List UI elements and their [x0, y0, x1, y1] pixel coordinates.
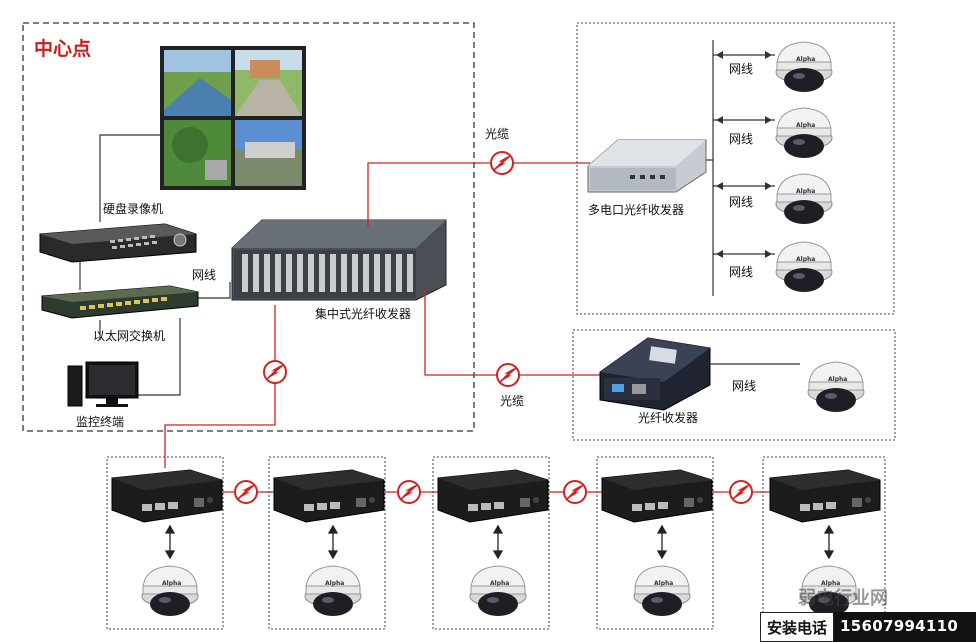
dome-camera-multi-4	[775, 241, 833, 293]
node-frame-5	[762, 456, 886, 630]
network-cable-label-multi-3: 网线	[729, 195, 753, 209]
dome-camera-multi-3	[775, 173, 833, 225]
fiber-transceiver-device	[599, 337, 711, 411]
network-cable-label-multi-4: 网线	[729, 265, 753, 279]
camera-brand-text: Alpha	[654, 580, 673, 587]
fiber-transceiver-label: 光纤收发器	[638, 410, 698, 425]
central-transceiver-label: 集中式光纤收发器	[315, 306, 411, 321]
network-cable-label-multi-1: 网线	[729, 62, 753, 76]
media-converter-1	[111, 469, 223, 523]
node-frame-4	[596, 456, 714, 630]
monitor-terminal-device	[67, 361, 139, 407]
video-wall	[160, 46, 306, 190]
fiber-marker-node-4-5	[729, 480, 753, 504]
node-frame-2	[268, 456, 386, 630]
camera-brand-text: Alpha	[796, 122, 815, 129]
single-transceiver-frame	[572, 329, 896, 441]
monitor-terminal-label: 监控终端	[76, 414, 124, 429]
multi-port-transceiver-device	[587, 139, 707, 193]
ethernet-switch-device	[41, 285, 199, 319]
fiber-marker-mid	[496, 363, 520, 387]
camera-brand-text: Alpha	[828, 376, 847, 383]
network-cable-label-right: 网线	[732, 379, 756, 393]
camera-brand-text: Alpha	[796, 256, 815, 263]
dome-camera-node-1	[141, 565, 199, 617]
camera-brand-text: Alpha	[796, 56, 815, 63]
fiber-marker-down	[263, 360, 287, 384]
ethernet-switch-label: 以太网交换机	[93, 328, 165, 343]
install-phone-banner: 安装电话 15607994110	[760, 612, 976, 642]
dome-camera-single	[807, 361, 865, 413]
install-phone-label: 安装电话	[760, 612, 835, 642]
media-converter-2	[273, 469, 385, 523]
camera-brand-text: Alpha	[325, 580, 344, 587]
camera-brand-text: Alpha	[796, 188, 815, 195]
media-converter-4	[601, 469, 713, 523]
camera-brand-text: Alpha	[821, 580, 840, 587]
network-cable-label-multi-2: 网线	[729, 132, 753, 146]
media-converter-5	[769, 469, 881, 523]
media-converter-3	[437, 469, 549, 523]
dome-camera-multi-1	[775, 41, 833, 93]
network-cable-label-center: 网线	[192, 268, 216, 282]
multi-port-transceiver-label: 多电口光纤收发器	[588, 202, 684, 217]
fiber-marker-node-2-3	[397, 480, 421, 504]
watermark: 弱电行业网	[798, 588, 888, 609]
dvr-device	[39, 223, 197, 263]
dome-camera-node-3	[469, 565, 527, 617]
dome-camera-node-2	[304, 565, 362, 617]
center-frame	[22, 22, 475, 432]
install-phone-number: 15607994110	[834, 612, 976, 642]
fiber-marker-node-1-2	[234, 480, 258, 504]
camera-brand-text: Alpha	[490, 580, 509, 587]
dvr-label: 硬盘录像机	[103, 201, 163, 216]
fiber-marker-node-3-4	[563, 480, 587, 504]
fiber-cable-label-mid: 光缆	[500, 394, 524, 408]
fiber-cable-label-top: 光缆	[485, 127, 509, 141]
fiber-marker-top	[490, 151, 514, 175]
dome-camera-node-4	[633, 565, 691, 617]
central-transceiver-device	[231, 219, 447, 301]
node-frame-3	[432, 456, 550, 630]
camera-brand-text: Alpha	[162, 580, 181, 587]
center-title: 中心点	[34, 37, 91, 60]
dome-camera-multi-2	[775, 107, 833, 159]
